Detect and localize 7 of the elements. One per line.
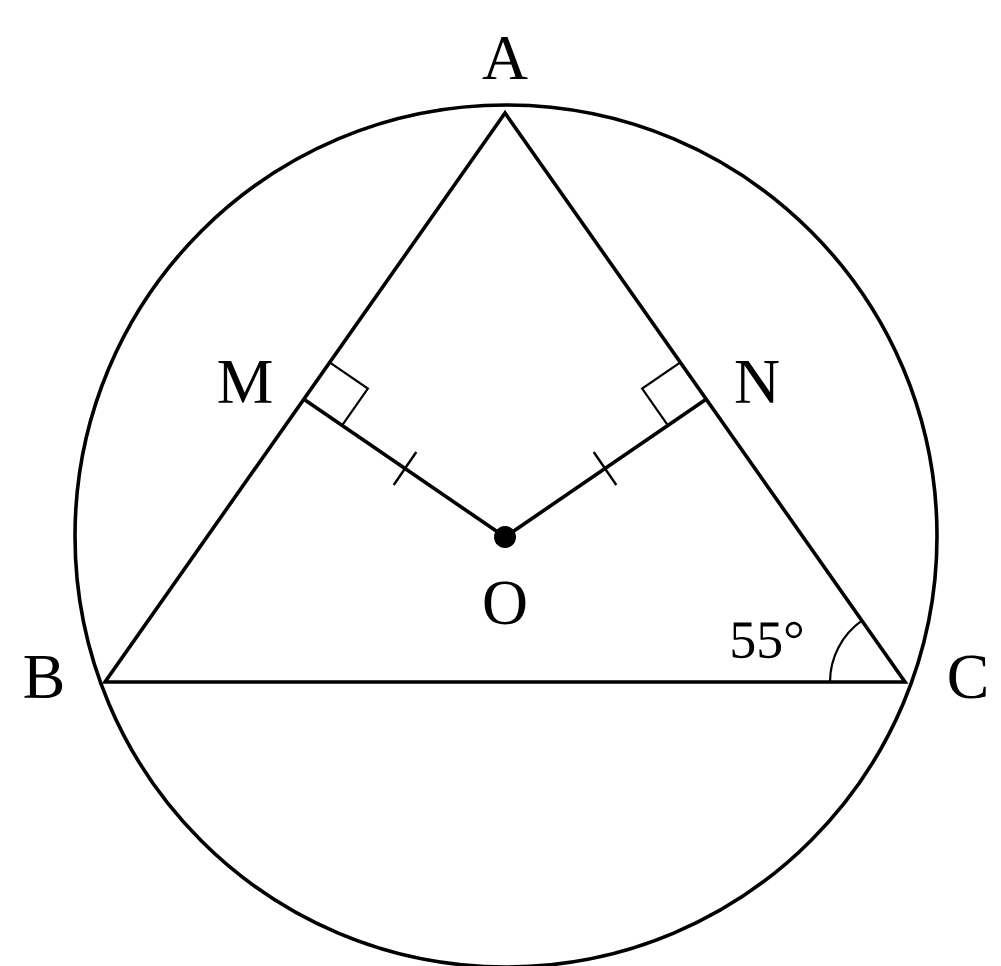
point-label: A xyxy=(482,36,528,80)
point-label: O xyxy=(484,581,526,625)
point-label: M xyxy=(218,361,272,403)
point-label: B xyxy=(24,656,63,698)
point-label: N xyxy=(735,361,779,403)
point-label: C xyxy=(949,655,986,699)
angle-label: 55° xyxy=(732,621,803,659)
